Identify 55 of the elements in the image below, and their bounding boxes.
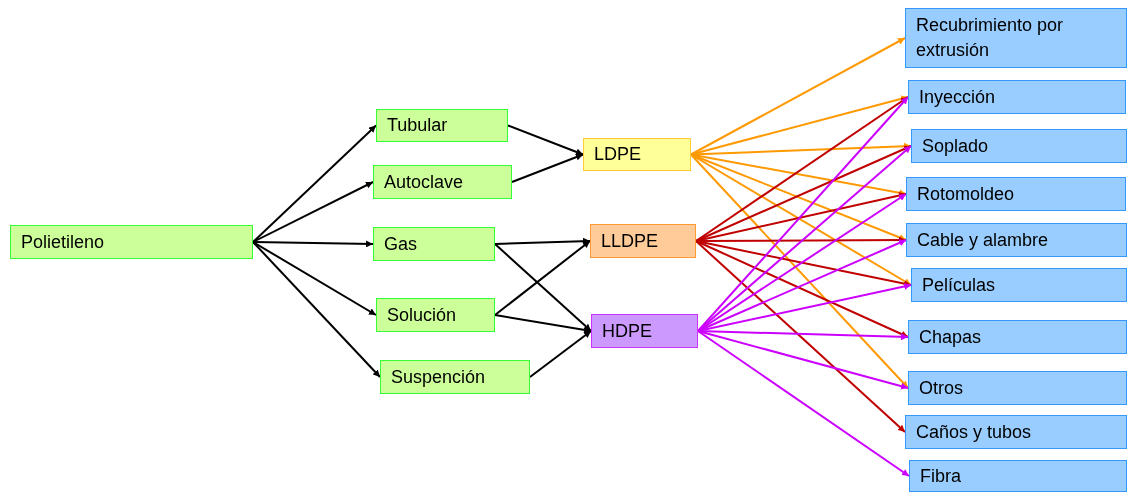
process-box bbox=[373, 227, 495, 261]
process-box bbox=[905, 415, 1127, 449]
process-box bbox=[376, 298, 495, 332]
arrow bbox=[507, 124, 584, 156]
arrow bbox=[252, 124, 377, 243]
box-label: Gas bbox=[384, 232, 417, 256]
arrow bbox=[252, 241, 381, 378]
process-box bbox=[380, 360, 530, 394]
process-box bbox=[911, 129, 1127, 163]
process-box bbox=[583, 138, 691, 171]
process-box bbox=[591, 314, 698, 348]
box-label: Suspención bbox=[391, 365, 486, 389]
box-label: Cable y alambre bbox=[917, 228, 1049, 252]
process-box bbox=[909, 460, 1127, 492]
process-box bbox=[908, 80, 1126, 114]
arrow bbox=[690, 153, 909, 389]
process-box bbox=[373, 165, 512, 199]
arrow bbox=[494, 243, 592, 332]
process-box bbox=[376, 109, 508, 142]
box-label: Solución bbox=[387, 303, 457, 327]
arrow bbox=[695, 240, 906, 433]
arrow bbox=[252, 181, 374, 243]
box-label: LDPE bbox=[594, 143, 642, 166]
arrow bbox=[690, 37, 906, 156]
arrow bbox=[494, 237, 591, 245]
arrow bbox=[529, 330, 592, 378]
box-label: Recubrimiento por extrusión bbox=[916, 14, 1065, 62]
box-label: Caños y tubos bbox=[916, 420, 1032, 444]
box-label: Chapas bbox=[919, 325, 982, 349]
arrow bbox=[494, 314, 592, 334]
process-box bbox=[911, 268, 1127, 302]
box-label: Tubular bbox=[387, 114, 448, 137]
arrow bbox=[252, 241, 377, 316]
arrow bbox=[695, 96, 909, 242]
box-label: Otros bbox=[919, 376, 963, 400]
box-label: LLDPE bbox=[601, 229, 659, 253]
process-box bbox=[908, 320, 1127, 354]
box-label: Polietileno bbox=[21, 230, 105, 254]
box-label: Autoclave bbox=[384, 170, 464, 194]
box-label: Soplado bbox=[922, 134, 989, 158]
process-box bbox=[908, 371, 1127, 405]
process-box bbox=[906, 223, 1127, 257]
process-box bbox=[905, 8, 1127, 68]
arrow bbox=[252, 240, 374, 248]
box-label: Películas bbox=[922, 273, 996, 297]
process-box bbox=[906, 177, 1126, 211]
arrow bbox=[697, 330, 910, 477]
process-box bbox=[10, 225, 253, 259]
arrow bbox=[494, 240, 591, 316]
box-label: Inyección bbox=[919, 85, 996, 109]
box-label: Fibra bbox=[920, 464, 961, 488]
arrow bbox=[511, 153, 584, 183]
box-label: Rotomoldeo bbox=[917, 182, 1015, 206]
process-box bbox=[590, 224, 696, 258]
box-label: HDPE bbox=[602, 319, 652, 343]
